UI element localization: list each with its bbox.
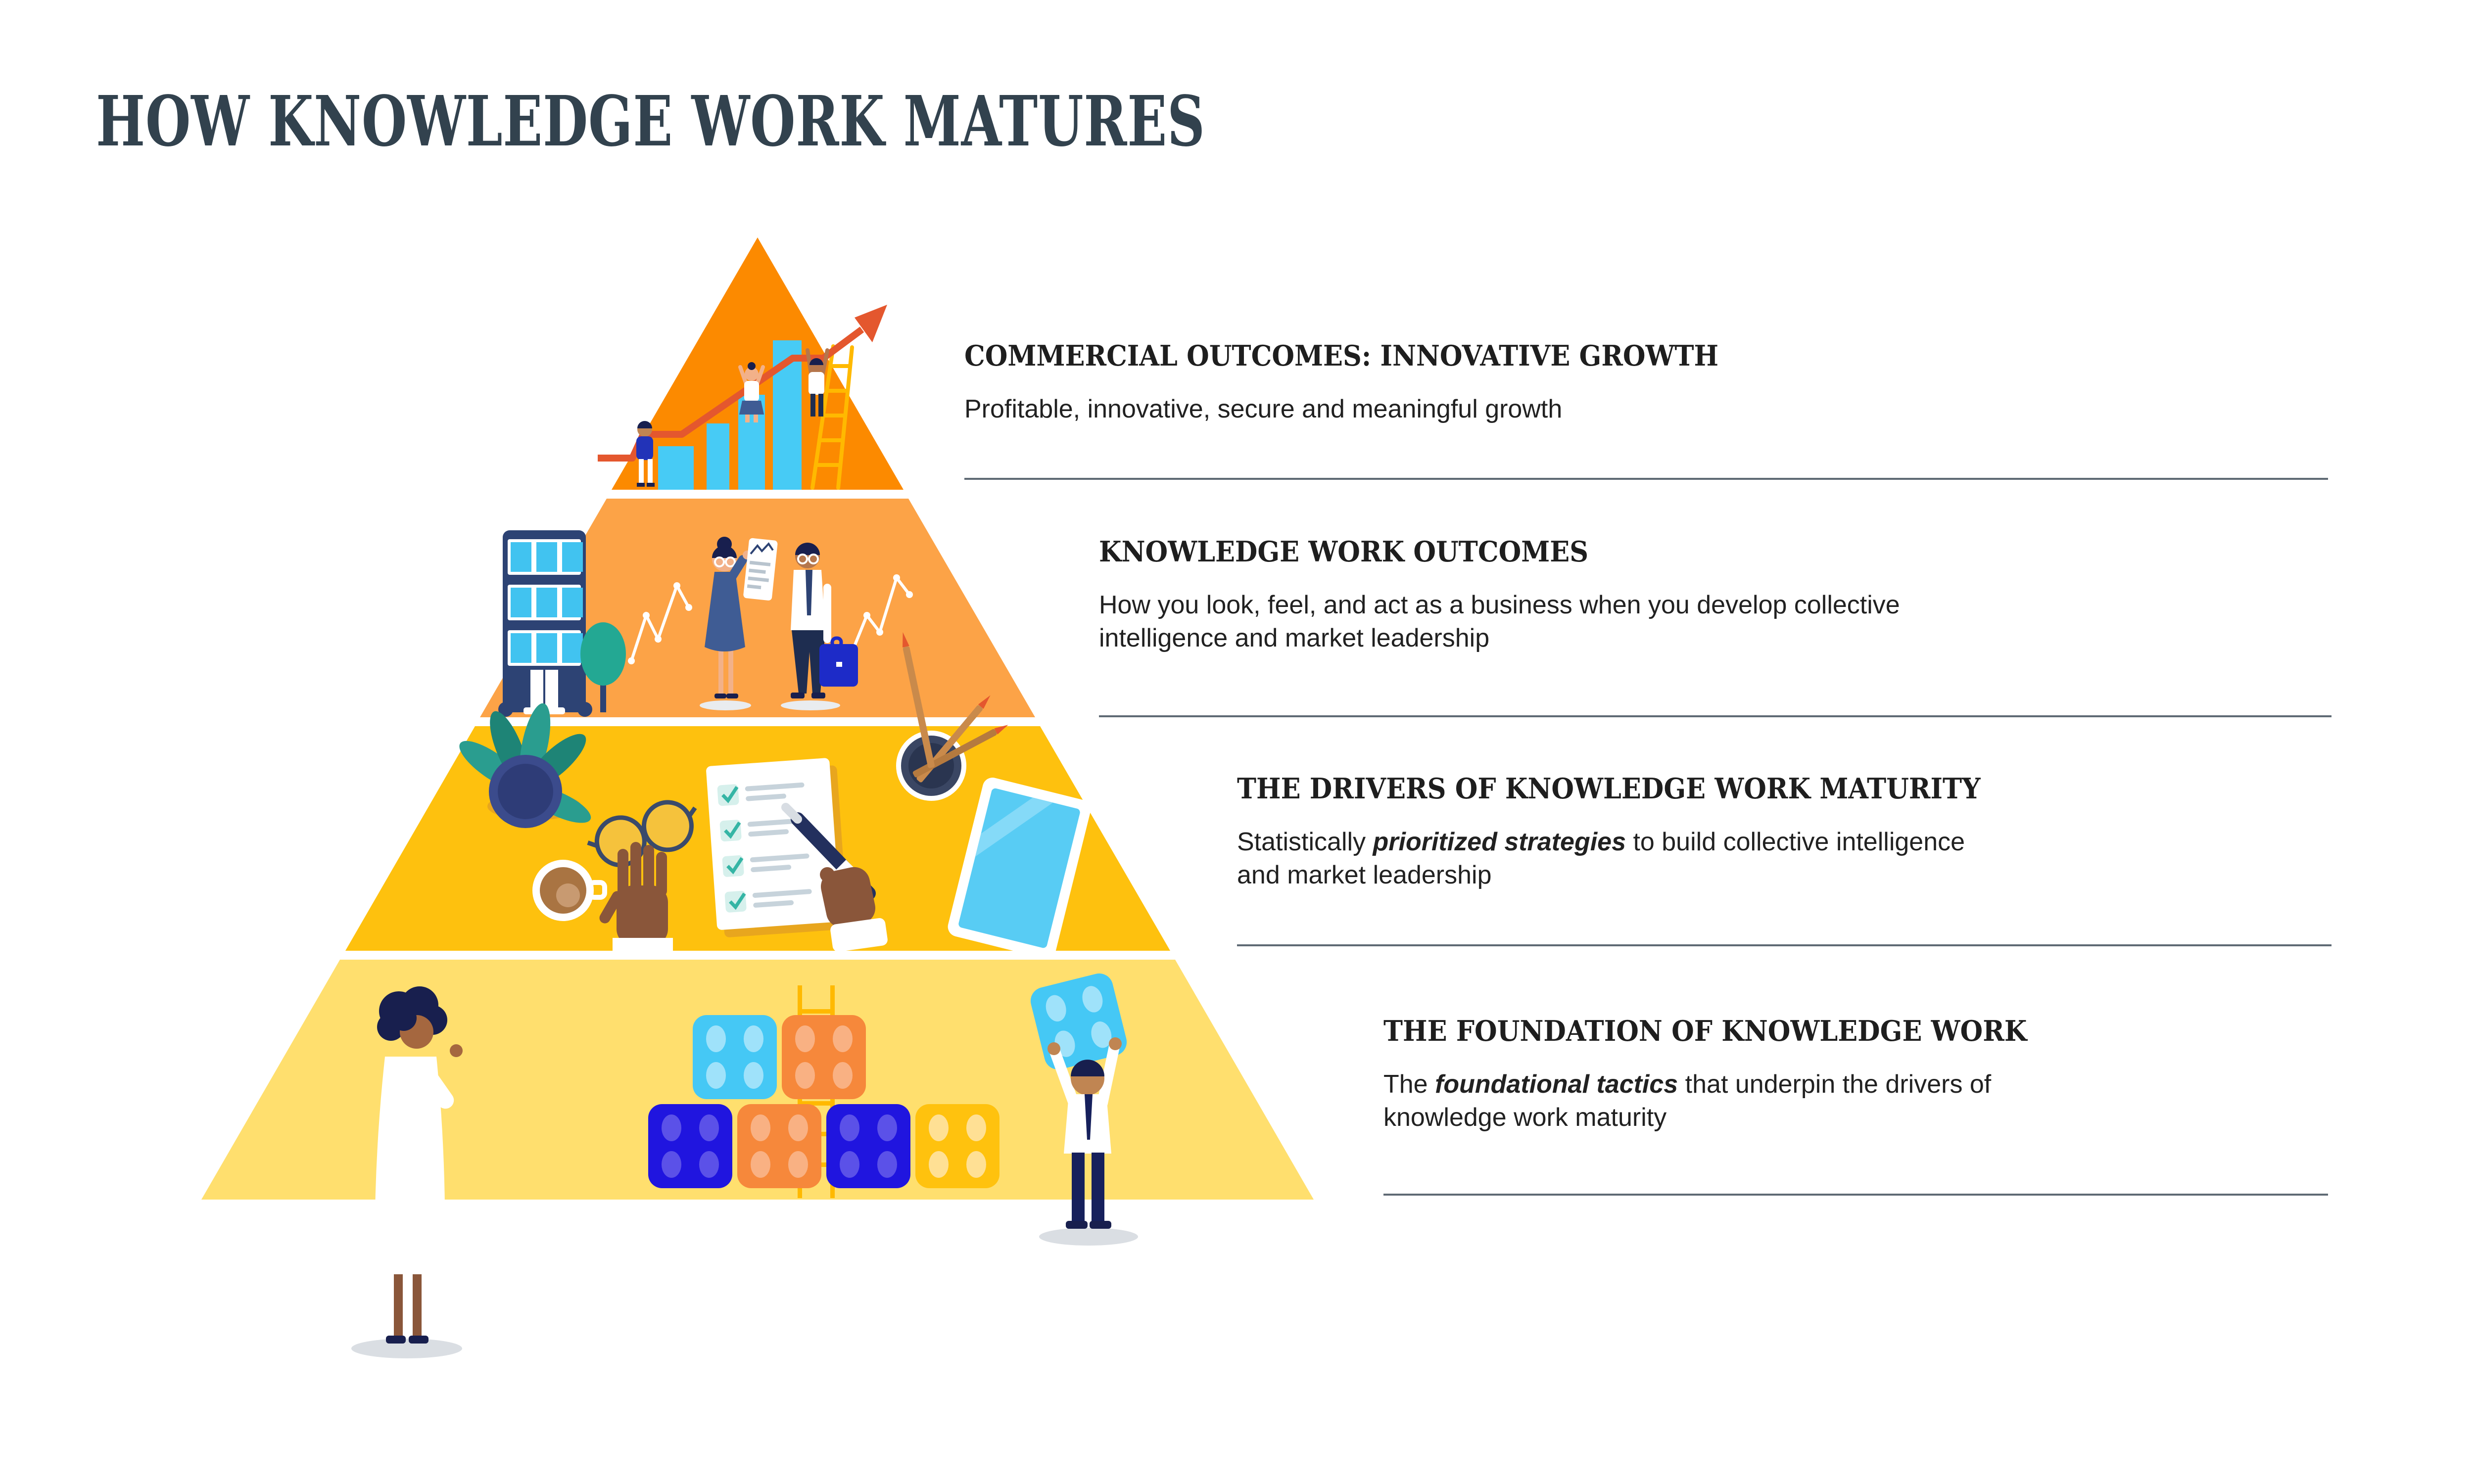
checklist-icon <box>706 758 848 937</box>
tier1-person-left <box>636 421 694 490</box>
tier1-person-right <box>806 348 829 417</box>
tablet-icon <box>948 778 1091 959</box>
tier3-desk-illustration <box>459 632 1091 959</box>
pyramid-tier-1 <box>612 237 904 490</box>
tree-icon <box>580 622 626 712</box>
section-heading: COMMERCIAL OUTCOMES: INNOVATIVE GROWTH <box>964 339 1719 372</box>
businessman-illustration <box>781 543 858 710</box>
section-knowledge-work-outcomes: KNOWLEDGE WORK OUTCOMES How you look, fe… <box>1099 537 2331 717</box>
briefcase-icon <box>819 636 858 687</box>
ladder-icon <box>810 344 854 490</box>
section-divider <box>1383 1194 2328 1196</box>
section-heading: THE DRIVERS OF KNOWLEDGE WORK MATURITY <box>1237 772 1981 805</box>
section-foundation: THE FOUNDATION OF KNOWLEDGE WORK The fou… <box>1383 1017 2328 1196</box>
section-body: How you look, feel, and act as a busines… <box>1099 590 1900 653</box>
plant-icon <box>459 703 591 828</box>
section-body: Profitable, innovative, secure and meani… <box>964 394 1563 423</box>
writing-hand-illustration <box>781 803 888 952</box>
page-title: HOW KNOWLEDGE WORK MATURES <box>96 81 1205 162</box>
pencil-cup-icon <box>896 632 1008 801</box>
section-body: Statistically prioritized strategies to … <box>1237 827 1965 890</box>
woman-illustration <box>351 986 463 1358</box>
tier1-growth-illustration <box>598 305 887 490</box>
line-graph-icon <box>628 574 913 664</box>
growth-arrow-head-icon <box>855 305 887 342</box>
section-body: The foundational tactics that underpin t… <box>1383 1069 1992 1132</box>
growth-arrow-icon <box>598 326 864 462</box>
glasses-icon <box>587 800 697 868</box>
section-heading: THE FOUNDATION OF KNOWLEDGE WORK <box>1383 1015 2027 1048</box>
tier1-person-middle <box>738 362 765 422</box>
office-building-icon <box>498 530 592 717</box>
section-divider <box>964 478 2328 480</box>
businesswoman-illustration <box>700 537 778 710</box>
open-hand-illustration <box>599 842 673 952</box>
man-lifting-block-illustration <box>1030 973 1138 1246</box>
section-divider <box>1237 944 2331 946</box>
section-divider <box>1099 715 2331 717</box>
lego-blocks-illustration <box>648 1015 999 1188</box>
tier2-business-illustration <box>498 530 913 717</box>
section-commercial-outcomes: COMMERCIAL OUTCOMES: INNOVATIVE GROWTH P… <box>964 341 2328 480</box>
section-drivers-of-maturity: THE DRIVERS OF KNOWLEDGE WORK MATURITY S… <box>1237 774 2331 946</box>
coffee-cup-icon <box>532 860 607 921</box>
section-heading: KNOWLEDGE WORK OUTCOMES <box>1099 535 1589 568</box>
tier4-foundation-illustration <box>351 973 1138 1358</box>
